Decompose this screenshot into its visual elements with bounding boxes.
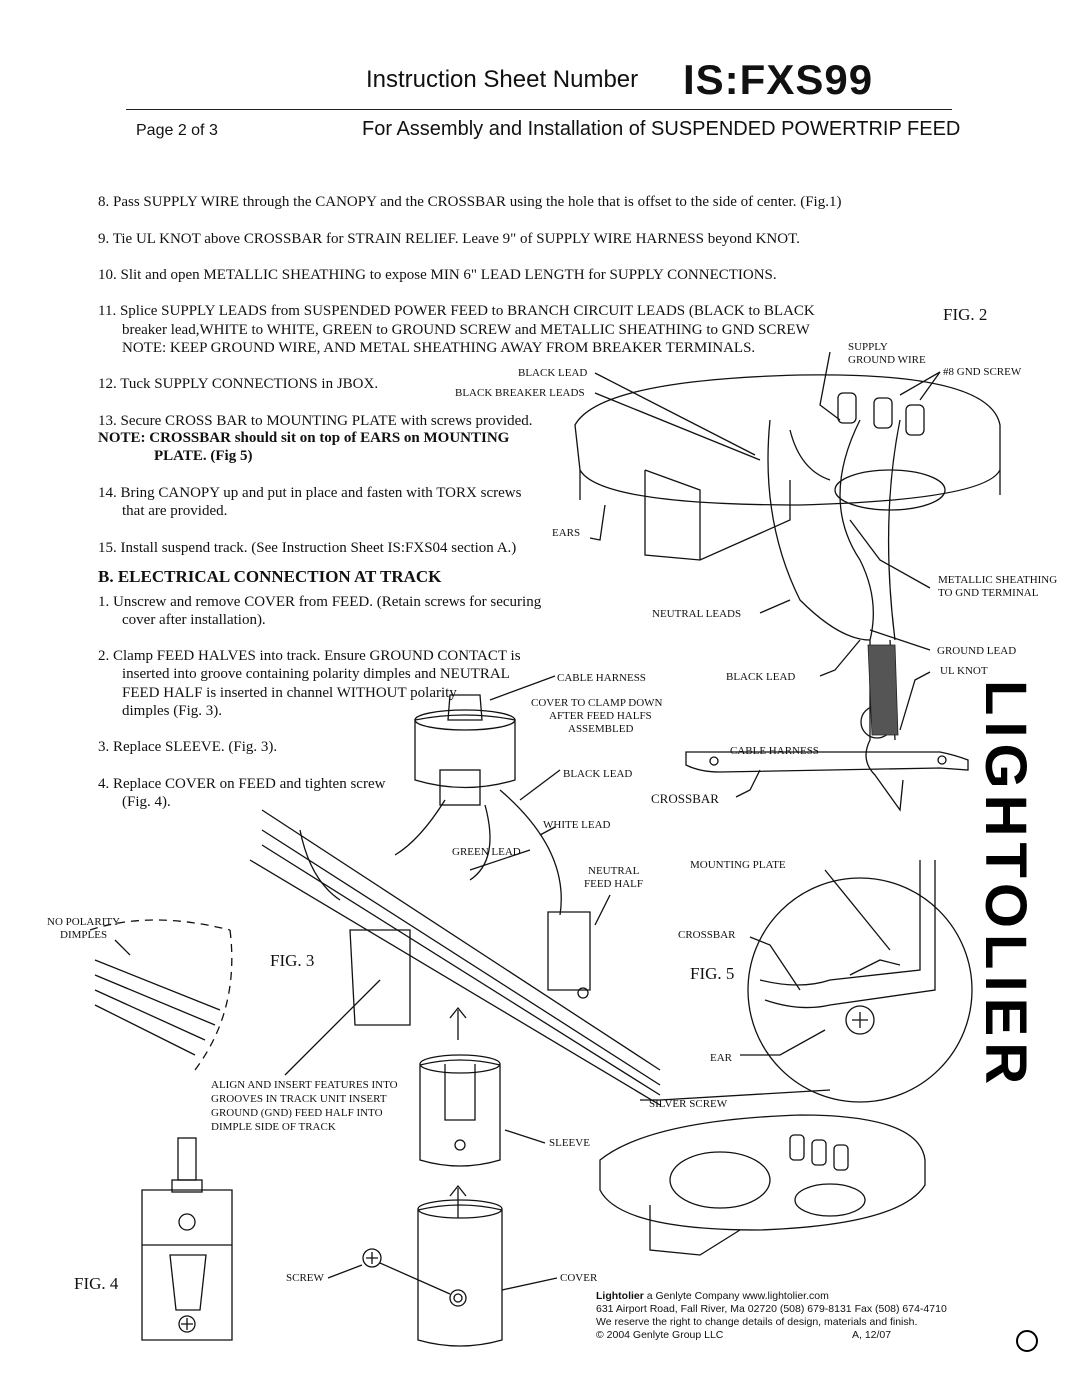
- step-11-note: NOTE: KEEP GROUND WIRE, AND METAL SHEATH…: [122, 340, 756, 356]
- step-12: 12. Tuck SUPPLY CONNECTIONS in JBOX.: [98, 376, 379, 392]
- label-metallic-sheathing: METALLIC SHEATHING: [938, 574, 1058, 586]
- label-black-lead-fig3: BLACK LEAD: [563, 768, 633, 780]
- label-gnd-screw: #8 GND SCREW: [943, 366, 1022, 378]
- fig4-label: FIG. 4: [74, 1274, 119, 1293]
- label-ear: EAR: [710, 1052, 732, 1064]
- label-screw: SCREW: [286, 1272, 324, 1284]
- label-black-breaker-leads: BLACK BREAKER LEADS: [455, 387, 585, 399]
- step-14-line2: that are provided.: [122, 503, 228, 519]
- label-supply: SUPPLY: [848, 341, 888, 353]
- footer-revision: A, 12/07: [852, 1329, 892, 1341]
- fig3-neutral-feed-half: [547, 911, 591, 991]
- step-8: 8. Pass SUPPLY WIRE through the CANOPY a…: [98, 194, 842, 210]
- label-ul-knot: UL KNOT: [940, 665, 988, 677]
- fig2-canopy-plate: [574, 374, 1001, 506]
- label-feed-half: FEED HALF: [584, 878, 643, 890]
- step-13-note-line2: PLATE. (Fig 5): [154, 448, 253, 464]
- arrow-up-icon-2: [449, 1184, 467, 1218]
- fig2-label: FIG. 2: [943, 305, 988, 324]
- arrow-up-icon: [449, 1006, 467, 1040]
- label-no-polarity: NO POLARITY: [47, 916, 121, 928]
- label-ears: EARS: [552, 527, 581, 539]
- section-b-title: B. ELECTRICAL CONNECTION AT TRACK: [98, 567, 442, 586]
- label-dimples: DIMPLES: [60, 929, 108, 941]
- step-11-line2: breaker lead,WHITE to WHITE, GREEN to GR…: [122, 322, 810, 338]
- fig2-crossbar: [685, 751, 969, 773]
- label-gnd-terminal: TO GND TERMINAL: [938, 587, 1039, 599]
- label-align-4: DIMPLE SIDE OF TRACK: [211, 1121, 336, 1133]
- cover: [417, 1204, 503, 1347]
- label-align-2: GROOVES IN TRACK UNIT INSERT: [211, 1093, 387, 1105]
- label-ground-lead: GROUND LEAD: [937, 645, 1017, 657]
- fig2-screw-2: [873, 397, 893, 429]
- sheet-subtitle: For Assembly and Installation of SUSPEND…: [362, 118, 961, 140]
- footer-copyright-row: © 2004 Genlyte Group LLC A, 12/07: [596, 1329, 976, 1342]
- b-step-1-line2: cover after installation).: [122, 612, 266, 628]
- label-cover-clamp-1: COVER TO CLAMP DOWN: [531, 697, 663, 709]
- step-13-note-line1: NOTE: CROSSBAR should sit on top of EARS…: [98, 430, 510, 446]
- footer-reserve: We reserve the right to change details o…: [596, 1316, 918, 1328]
- footer-company: Lightolier a Genlyte Company www.lightol…: [596, 1290, 829, 1302]
- fig3-label: FIG. 3: [270, 951, 315, 970]
- svg-text:LIGHTOLIER: LIGHTOLIER: [973, 680, 1030, 1090]
- label-cable-harness-fig2: CABLE HARNESS: [730, 745, 819, 757]
- b-step-4-line2: (Fig. 4).: [122, 794, 171, 810]
- b-step-2-line2: inserted into groove containing polarity…: [122, 666, 510, 682]
- label-sleeve: SLEEVE: [549, 1137, 590, 1149]
- label-neutral-leads: NEUTRAL LEADS: [652, 608, 742, 620]
- fig2-screw-1: [837, 392, 857, 424]
- label-mounting-plate: MOUNTING PLATE: [690, 859, 786, 871]
- label-cover-clamp-2: AFTER FEED HALFS: [549, 710, 652, 722]
- label-black-lead-mid: BLACK LEAD: [726, 671, 796, 683]
- label-white-lead: WHITE LEAD: [543, 819, 611, 831]
- b-step-1-line1: 1. Unscrew and remove COVER from FEED. (…: [98, 594, 542, 610]
- fig2-screw-3: [905, 404, 925, 436]
- label-neutral: NEUTRAL: [588, 865, 640, 877]
- b-step-4-line1: 4. Replace COVER on FEED and tighten scr…: [98, 776, 386, 792]
- page-number: Page 2 of 3: [136, 122, 218, 139]
- label-cable-harness-fig3: CABLE HARNESS: [557, 672, 646, 684]
- footer-address: 631 Airport Road, Fall River, Ma 02720 (…: [596, 1303, 947, 1315]
- label-crossbar-fig5: CROSSBAR: [678, 929, 736, 941]
- label-cover: COVER: [560, 1272, 598, 1284]
- label-black-lead-top: BLACK LEAD: [518, 367, 588, 379]
- b-step-3: 3. Replace SLEEVE. (Fig. 3).: [98, 739, 278, 755]
- step-14-line1: 14. Bring CANOPY up and put in place and…: [98, 485, 522, 501]
- label-align-1: ALIGN AND INSERT FEATURES INTO: [211, 1079, 398, 1091]
- step-11-line1: 11. Splice SUPPLY LEADS from SUSPENDED P…: [98, 303, 815, 319]
- step-9: 9. Tie UL KNOT above CROSSBAR for STRAIN…: [98, 231, 800, 247]
- b-step-2-line4: dimples (Fig. 3).: [122, 703, 222, 719]
- fig3-track-top: [261, 809, 661, 1071]
- registered-mark-icon: [1016, 1330, 1038, 1352]
- label-green-lead: GREEN LEAD: [452, 846, 521, 858]
- fig5-label: FIG. 5: [690, 964, 735, 983]
- step-10: 10. Slit and open METALLIC SHEATHING to …: [98, 267, 777, 283]
- step-15: 15. Install suspend track. (See Instruct…: [98, 540, 517, 556]
- fig2-cable-harness: [865, 640, 904, 812]
- footer-copyright: © 2004 Genlyte Group LLC: [596, 1329, 724, 1341]
- label-ground-wire: GROUND WIRE: [848, 354, 926, 366]
- step-13: 13. Secure CROSS BAR to MOUNTING PLATE w…: [98, 413, 533, 429]
- footer: Lightolier a Genlyte Company www.lightol…: [596, 1290, 976, 1342]
- fig4-feed: [141, 1189, 233, 1341]
- header-rule: [126, 109, 952, 110]
- fig3-feed-cover: [414, 714, 516, 789]
- label-silver-screw: SILVER SCREW: [649, 1098, 728, 1110]
- label-align-3: GROUND (GND) FEED HALF INTO: [211, 1107, 383, 1119]
- label-cover-clamp-3: ASSEMBLED: [568, 723, 634, 735]
- sheet-title: Instruction Sheet Number: [366, 66, 639, 93]
- b-step-2-line3: FEED HALF is inserted in channel WITHOUT…: [122, 685, 457, 701]
- fig3-ground-feed-half: [349, 929, 411, 1026]
- screw-icon: [362, 1248, 382, 1268]
- fig5-mounting-plate: [599, 1114, 926, 1231]
- label-crossbar-fig2: CROSSBAR: [651, 791, 719, 806]
- sleeve: [419, 1059, 501, 1167]
- lightolier-logo: LIGHTOLIER: [973, 680, 1030, 1090]
- fig2-braid: [867, 644, 899, 736]
- fig5-detail-circle: [747, 877, 973, 1103]
- sheet-code: IS:FXS99: [683, 56, 874, 103]
- b-step-2-line1: 2. Clamp FEED HALVES into track. Ensure …: [98, 648, 521, 664]
